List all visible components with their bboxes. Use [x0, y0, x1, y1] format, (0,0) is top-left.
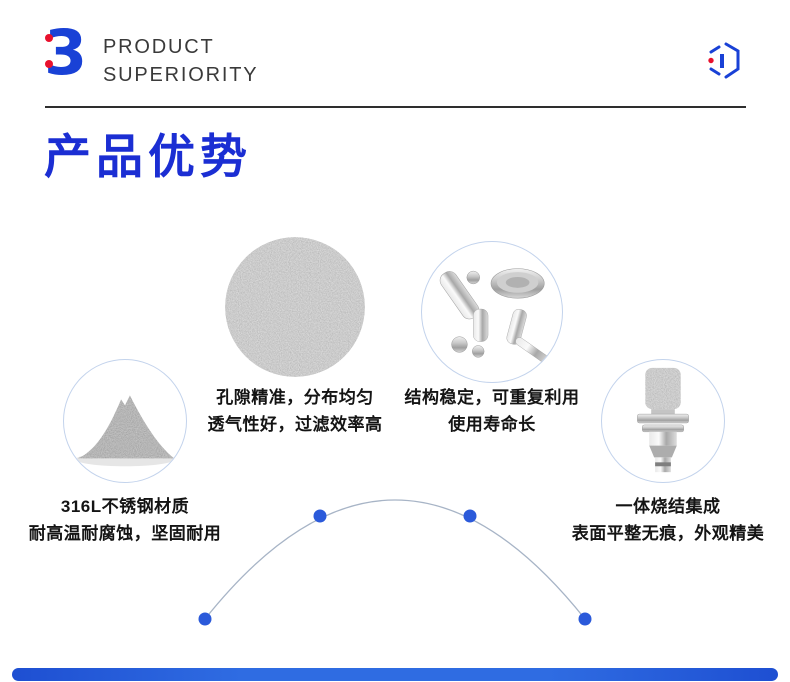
photo-circle-filter-parts: [421, 241, 563, 383]
feature-structure-stability: 结构稳定，可重复利用 使用寿命长: [382, 384, 602, 438]
header-title: PRODUCT SUPERIORITY: [103, 33, 258, 89]
feature-line: 表面平整无痕，外观精美: [571, 524, 765, 543]
filter-parts-image: [439, 268, 550, 364]
photo-circle-porous-texture: [225, 237, 365, 377]
arc-dot-icon: [313, 509, 327, 523]
arc-dot-icon: [463, 509, 477, 523]
feature-integrated-sintering: 一体烧结集成 表面平整无痕，外观精美: [548, 493, 788, 547]
logo-number-3: 3: [44, 16, 88, 89]
feature-pore-precision: 孔隙精准，分布均匀 透气性好，过滤效率高: [182, 384, 408, 438]
feature-line: 结构稳定，可重复利用: [404, 388, 580, 407]
photo-circle-sintered-assembly: [601, 359, 725, 483]
sintered-assembly-image: [637, 367, 689, 473]
header-title-line1: PRODUCT: [103, 36, 215, 58]
logo-red-dot-icon: [45, 34, 53, 42]
arc-dot-icon: [198, 612, 212, 626]
arc-dot-icon: [578, 612, 592, 626]
arc-line: [204, 499, 586, 620]
logo-red-dot-icon: [45, 60, 53, 68]
feature-line: 一体烧结集成: [615, 497, 721, 516]
porous-texture-image: [225, 237, 365, 377]
brand-icon: [702, 38, 744, 86]
bottom-accent-bar: [12, 668, 778, 681]
feature-line: 孔隙精准，分布均匀: [216, 388, 374, 407]
feature-line: 使用寿命长: [448, 415, 536, 434]
feature-line: 透气性好，过滤效率高: [207, 415, 383, 434]
steel-powder-image: [75, 395, 175, 467]
page-title: 产品优势: [44, 130, 252, 183]
feature-line: 316L不锈钢材质: [60, 497, 190, 516]
header-title-line2: SUPERIORITY: [103, 64, 259, 86]
header-divider: [45, 106, 746, 108]
photo-circle-steel-powder: [63, 359, 187, 483]
feature-material-316l: 316L不锈钢材质 耐高温耐腐蚀，坚固耐用: [5, 493, 245, 547]
feature-line: 耐高温耐腐蚀，坚固耐用: [28, 524, 222, 543]
